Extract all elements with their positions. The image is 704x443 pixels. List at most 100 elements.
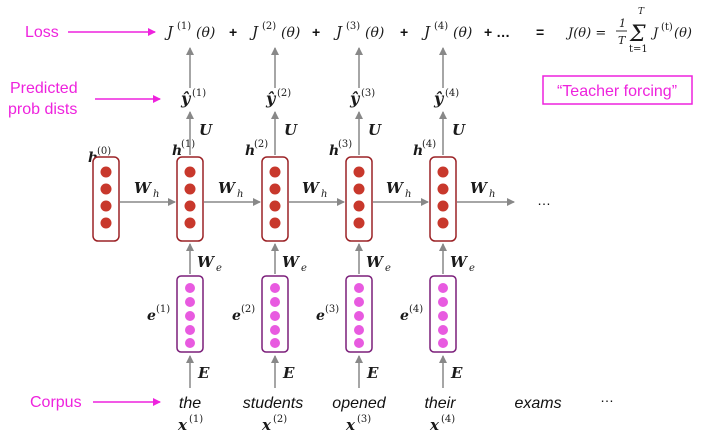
svg-text:(θ): (θ) bbox=[365, 25, 384, 41]
svg-text:(4): (4) bbox=[441, 414, 455, 425]
svg-text:(2): (2) bbox=[273, 414, 287, 425]
embedding-e3 bbox=[345, 275, 373, 353]
loss-label: Loss bbox=[25, 24, 59, 41]
svg-text:e: e bbox=[232, 308, 241, 324]
svg-text:x: x bbox=[177, 416, 188, 434]
svg-text:h: h bbox=[405, 189, 411, 200]
svg-text:J: J bbox=[650, 26, 659, 41]
corpus-continuation-dots: … bbox=[600, 389, 614, 405]
svg-text:(1): (1) bbox=[192, 88, 206, 99]
corpus-word-4: their bbox=[424, 395, 456, 412]
svg-text:T: T bbox=[618, 34, 627, 47]
svg-text:J: J bbox=[164, 23, 174, 41]
weight-Wh-5: W h bbox=[470, 179, 495, 200]
svg-text:J: J bbox=[333, 23, 343, 41]
weight-We-2: W e bbox=[282, 253, 307, 274]
prediction-y4: ŷ (4) bbox=[433, 88, 459, 108]
hidden-label-h0: h (0) bbox=[88, 146, 111, 166]
hidden-label-h4: h (4) bbox=[413, 139, 436, 159]
embedding-label-e1: e (1) bbox=[147, 304, 170, 324]
plus-sign-3: + bbox=[400, 24, 408, 40]
corpus-word-1: the bbox=[179, 395, 201, 412]
loss-term-1: J (1) (θ) bbox=[164, 21, 215, 41]
svg-text:ŷ: ŷ bbox=[433, 89, 445, 108]
corpus-word-3: opened bbox=[332, 395, 386, 412]
svg-text:x: x bbox=[345, 416, 356, 434]
predicted-label-line2: prob dists bbox=[8, 101, 77, 118]
weight-U-2: U bbox=[284, 121, 298, 139]
corpus-word-2: students bbox=[243, 395, 303, 412]
loss-term-4: J (4) (θ) bbox=[421, 21, 472, 41]
input-x1: x (1) bbox=[177, 414, 203, 434]
svg-text:h: h bbox=[413, 143, 423, 159]
svg-text:(θ): (θ) bbox=[453, 25, 472, 41]
svg-text:J: J bbox=[249, 23, 259, 41]
hidden-label-h3: h (3) bbox=[329, 139, 352, 159]
plus-sign-1: + bbox=[229, 24, 237, 40]
embedding-e2 bbox=[261, 275, 289, 353]
average-loss-formula: J(θ) = 1 T T Σ t=1 J (t) (θ) bbox=[565, 7, 692, 55]
embedding-e1 bbox=[176, 275, 204, 353]
teacher-forcing-label: “Teacher forcing” bbox=[557, 83, 677, 100]
svg-text:h: h bbox=[172, 143, 182, 159]
svg-text:(2): (2) bbox=[262, 21, 276, 32]
svg-text:e: e bbox=[385, 263, 391, 274]
svg-text:t=1: t=1 bbox=[629, 44, 648, 55]
svg-text:(1): (1) bbox=[181, 139, 195, 150]
weight-Wh-3: W h bbox=[302, 179, 327, 200]
svg-text:(4): (4) bbox=[409, 304, 423, 315]
predicted-label-line1: Predicted bbox=[10, 80, 78, 97]
weight-We-1: W e bbox=[197, 253, 222, 274]
prediction-y2: ŷ (2) bbox=[265, 88, 291, 108]
weight-U-3: U bbox=[368, 121, 382, 139]
corpus-label: Corpus bbox=[30, 394, 82, 411]
svg-text:(2): (2) bbox=[277, 88, 291, 99]
svg-text:h: h bbox=[245, 143, 255, 159]
corpus-word-5: exams bbox=[514, 395, 561, 412]
weight-E-4: E bbox=[450, 364, 463, 382]
loss-term-3: J (3) (θ) bbox=[333, 21, 384, 41]
svg-text:h: h bbox=[321, 189, 327, 200]
svg-text:(1): (1) bbox=[189, 414, 203, 425]
hidden-state-h4 bbox=[429, 156, 457, 242]
svg-text:(3): (3) bbox=[338, 139, 352, 150]
svg-text:(4): (4) bbox=[434, 21, 448, 32]
embedding-e4 bbox=[429, 275, 457, 353]
hidden-state-h1 bbox=[176, 156, 204, 242]
svg-text:ŷ: ŷ bbox=[180, 89, 192, 108]
svg-text:(4): (4) bbox=[422, 139, 436, 150]
svg-text:J(θ) =: J(θ) = bbox=[565, 26, 606, 41]
hidden-state-h0 bbox=[92, 156, 120, 242]
teacher-forcing-box bbox=[542, 75, 693, 105]
svg-text:h: h bbox=[88, 150, 98, 166]
svg-text:1: 1 bbox=[619, 17, 626, 30]
weight-E-3: E bbox=[366, 364, 379, 382]
svg-text:(1): (1) bbox=[156, 304, 170, 315]
svg-text:W: W bbox=[386, 179, 405, 197]
svg-text:(2): (2) bbox=[254, 139, 268, 150]
input-x3: x (3) bbox=[345, 414, 371, 434]
input-x2: x (2) bbox=[261, 414, 287, 434]
prediction-y1: ŷ (1) bbox=[180, 88, 206, 108]
svg-text:W: W bbox=[134, 179, 153, 197]
svg-text:Σ: Σ bbox=[629, 22, 646, 47]
svg-text:h: h bbox=[329, 143, 339, 159]
weight-We-4: W e bbox=[450, 253, 475, 274]
svg-text:(3): (3) bbox=[357, 414, 371, 425]
svg-text:W: W bbox=[302, 179, 321, 197]
svg-text:h: h bbox=[153, 189, 159, 200]
svg-text:x: x bbox=[429, 416, 440, 434]
equals-sign: = bbox=[536, 24, 544, 40]
svg-text:h: h bbox=[489, 189, 495, 200]
svg-text:W: W bbox=[218, 179, 237, 197]
svg-text:(2): (2) bbox=[241, 304, 255, 315]
svg-text:W: W bbox=[450, 253, 469, 271]
svg-text:x: x bbox=[261, 416, 272, 434]
svg-text:(θ): (θ) bbox=[281, 25, 300, 41]
svg-text:(0): (0) bbox=[97, 146, 111, 157]
input-x4: x (4) bbox=[429, 414, 455, 434]
svg-text:ŷ: ŷ bbox=[349, 89, 361, 108]
svg-text:J: J bbox=[421, 23, 431, 41]
